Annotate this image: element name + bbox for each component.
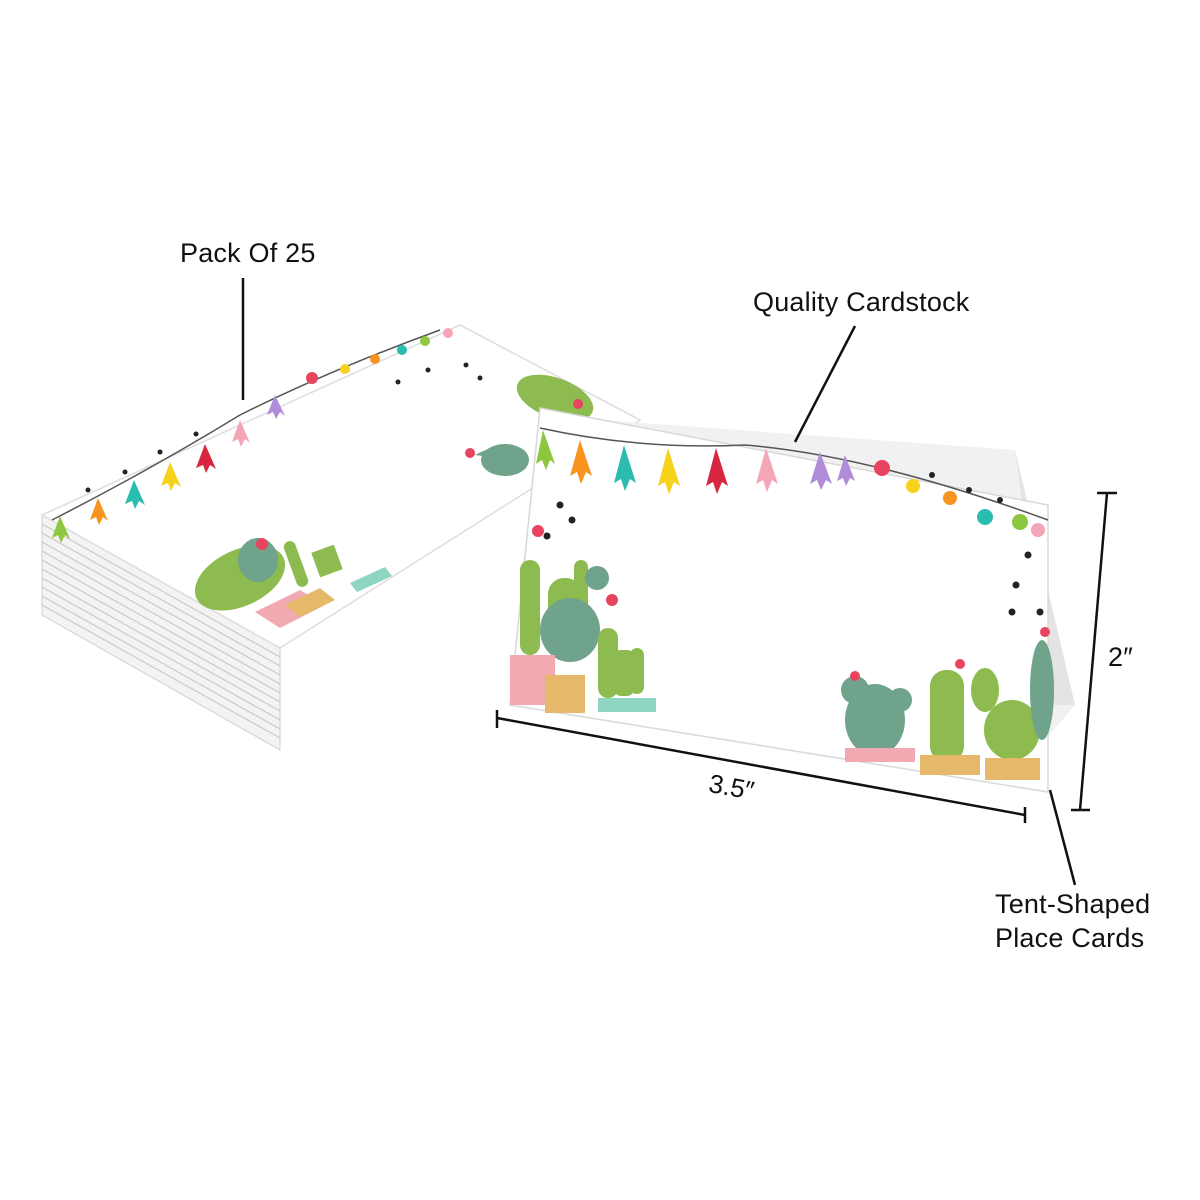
height-label: 2″ [1108,642,1133,672]
tent-card [509,407,1075,793]
card-stack [40,324,642,751]
callout-lines [241,278,1077,886]
tent-garland [536,430,1045,616]
cardstock-label: Quality Cardstock [753,287,970,317]
tent-cacti-right [841,627,1054,780]
height-dimension [1071,491,1117,812]
tent-label-line2: Place Cards [995,923,1145,953]
stack-garland [52,328,483,543]
tent-callout-line [1048,789,1077,886]
pack-label: Pack Of 25 [180,238,316,268]
cardstock-callout-line [793,325,857,443]
stack-cacti [194,374,594,628]
width-dimension [495,710,1027,823]
tent-label-line1: Tent-Shaped [995,889,1151,919]
tent-cacti-left [510,525,656,713]
